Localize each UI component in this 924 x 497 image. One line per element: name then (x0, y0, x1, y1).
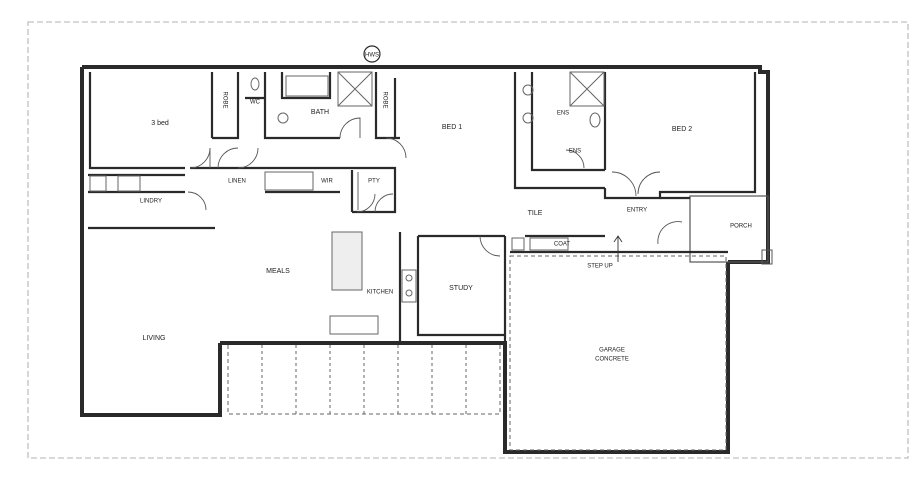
wall-bath (263, 72, 340, 140)
label-porch: PORCH (730, 224, 752, 230)
label-living: LIVING (143, 335, 166, 342)
wall-bed3-right (212, 72, 240, 140)
porch-step (761, 249, 773, 265)
wall-bed3 (88, 72, 185, 170)
label-bed3: 3 bed (151, 120, 169, 127)
wall-bed2-left (374, 72, 400, 140)
label-bed1: BED 1 (442, 124, 462, 131)
step-up-arrow-icon (613, 235, 623, 262)
kitchen-sink (329, 315, 379, 335)
wall-master (603, 72, 757, 200)
shower (337, 71, 373, 107)
internal-walls (88, 72, 757, 343)
outer-walls (80, 65, 770, 454)
label-ens-door: ENS (569, 149, 581, 155)
label-study: STUDY (449, 285, 473, 292)
wall-bed2-right (513, 72, 605, 190)
label-wc: WC (250, 100, 261, 106)
wall-top (82, 65, 770, 195)
label-kitchen: KITCHEN (367, 290, 393, 296)
label-hws: HWS (365, 53, 379, 59)
label-pty: PTY (368, 179, 380, 185)
toilet-wc (250, 77, 260, 91)
basin (277, 112, 289, 124)
label-robe1: ROBE (221, 91, 227, 108)
wall-left (80, 67, 222, 417)
label-linen: LINEN (228, 179, 246, 185)
label-step-up: STEP UP (587, 264, 613, 270)
label-entry: ENTRY (627, 208, 647, 214)
label-wir: WIR (321, 179, 333, 185)
label-ens: ENS (557, 111, 569, 117)
fixtures (89, 71, 727, 451)
label-tile: TILE (528, 210, 543, 217)
wall-ens (530, 72, 605, 172)
label-coat: COAT (554, 242, 571, 248)
bathtub (285, 75, 329, 97)
hws-unit (511, 237, 525, 251)
label-robe2: ROBE (381, 91, 387, 108)
wall-garage (220, 262, 730, 454)
sheet-border (27, 21, 909, 459)
label-bath: BATH (311, 109, 329, 116)
hws-marker (363, 45, 381, 63)
label-garage: GARAGE (599, 348, 625, 354)
laundry-tub (117, 175, 141, 192)
label-lindry: LINDRY (140, 199, 162, 205)
label-meals: MEALS (266, 268, 290, 275)
kitchen-island (331, 231, 363, 291)
porch-outline (689, 195, 769, 263)
doors (187, 117, 683, 257)
ens-shower (569, 71, 605, 107)
label-bed2: BED 2 (672, 126, 692, 133)
label-garage-concrete: CONCRETE (595, 357, 629, 363)
